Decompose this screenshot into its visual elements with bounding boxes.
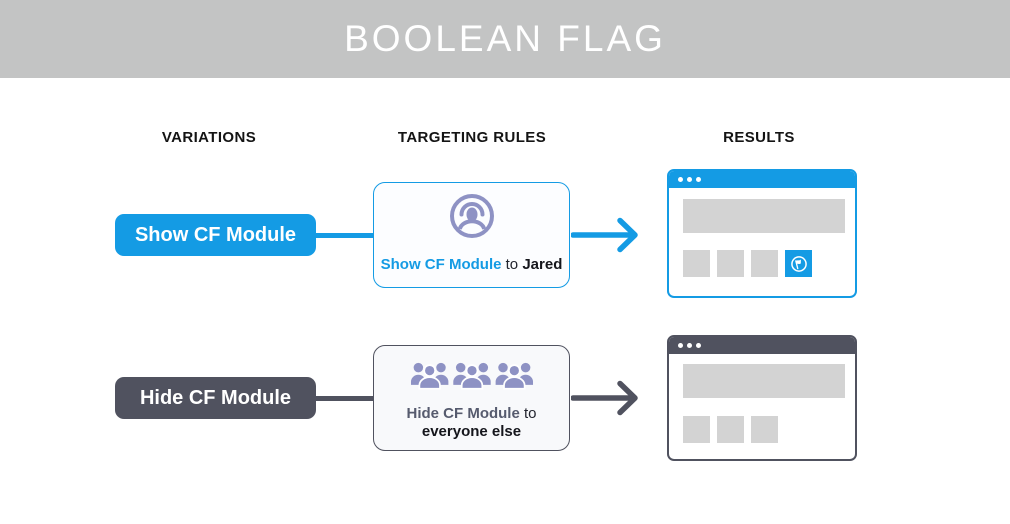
rule-text: Show CF Module to Jared: [374, 256, 569, 274]
content-banner-placeholder: [683, 199, 845, 233]
window-dot: [696, 177, 701, 182]
rule-audience-text: everyone else: [421, 423, 522, 440]
thumbnail-placeholder: [717, 416, 744, 443]
thumbnail-placeholder: [751, 250, 778, 277]
connector-line: [314, 233, 374, 238]
connector-line: [314, 396, 374, 401]
targeting-rule-card-hide: Hide CF Module to everyone else: [373, 345, 570, 451]
browser-titlebar: [669, 337, 855, 354]
window-dot: [678, 343, 683, 348]
rule-flag-text: Hide CF Module: [406, 405, 520, 422]
column-header-variations: VARIATIONS: [161, 129, 257, 146]
variation-pill-hide-cf-module: Hide CF Module: [115, 377, 316, 419]
content-banner-placeholder: [683, 364, 845, 398]
variation-pill-show-cf-module: Show CF Module: [115, 214, 316, 256]
header-band: BOOLEAN FLAG: [0, 0, 1010, 78]
window-dots-icon: [678, 177, 701, 182]
rule-text: Hide CF Module to everyone else: [374, 405, 569, 441]
single-user-icon: [449, 194, 494, 238]
cf-module-tile: [785, 250, 812, 277]
page-title: BOOLEAN FLAG: [344, 18, 666, 59]
window-dot: [678, 177, 683, 182]
rule-connector-text: to: [505, 256, 523, 273]
window-dot: [687, 177, 692, 182]
content-thumbnails: [683, 416, 778, 443]
window-dot: [687, 343, 692, 348]
thumbnail-placeholder: [751, 416, 778, 443]
flow-arrow-icon: [571, 380, 638, 416]
content-thumbnails: [683, 250, 812, 277]
column-header-targeting-rules: TARGETING RULES: [397, 129, 547, 146]
flow-arrow-icon: [571, 217, 638, 253]
result-browser-window-hide: [667, 335, 857, 461]
rule-audience-text: Jared: [522, 256, 563, 273]
targeting-rule-card-show: Show CF Module to Jared: [373, 182, 570, 288]
flag-icon: [790, 255, 807, 272]
result-browser-window-show: [667, 169, 857, 298]
browser-titlebar: [669, 171, 855, 188]
column-header-results: RESULTS: [723, 129, 795, 146]
thumbnail-placeholder: [717, 250, 744, 277]
thumbnail-placeholder: [683, 250, 710, 277]
user-group-icon: [409, 362, 534, 390]
rule-flag-text: Show CF Module: [380, 256, 502, 273]
window-dot: [696, 343, 701, 348]
rule-connector-text: to: [523, 405, 537, 422]
thumbnail-placeholder: [683, 416, 710, 443]
window-dots-icon: [678, 343, 701, 348]
